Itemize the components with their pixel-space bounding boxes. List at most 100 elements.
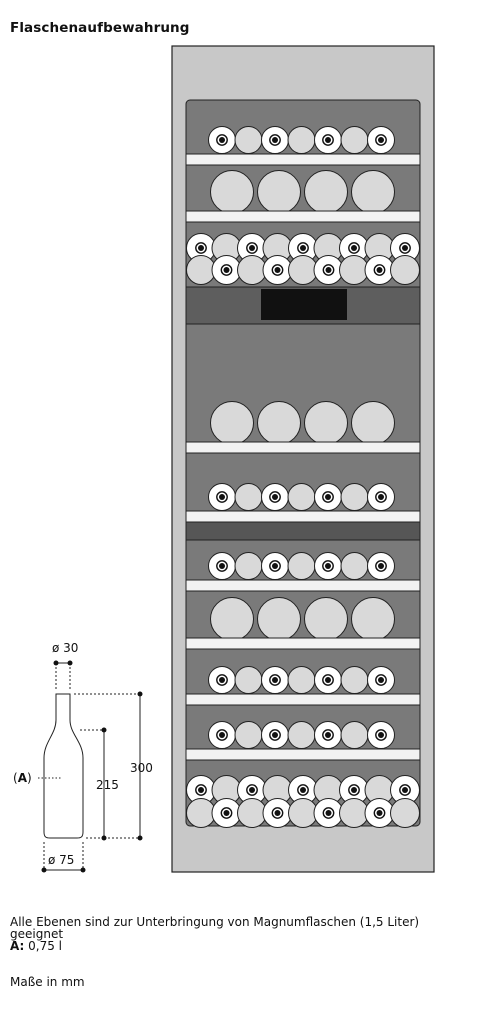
bottle-cork	[219, 494, 225, 500]
bottle-cork	[351, 245, 357, 251]
bottle-cork	[219, 137, 225, 143]
magnum-bottle-end	[210, 401, 254, 445]
bottle-cork	[272, 677, 278, 683]
bottle-cork	[378, 494, 384, 500]
magnum-bottle-end	[257, 170, 301, 214]
bottle-cork	[376, 267, 383, 273]
shelf-rail	[185, 441, 421, 454]
magnum-bottle-end	[351, 401, 395, 445]
magnum-bottle-end	[257, 597, 301, 641]
bottle-end	[340, 666, 369, 694]
bottle-end	[234, 483, 263, 511]
magnum-bottle-end	[304, 401, 348, 445]
shelf-rail	[185, 693, 421, 706]
magnum-bottle-end	[304, 597, 348, 641]
bottle-end	[288, 255, 318, 285]
neck-diameter-label: ø 30	[52, 641, 78, 655]
magnum-bottle-end	[304, 170, 348, 214]
bottle-end	[339, 255, 369, 285]
bottle-cork	[223, 810, 230, 816]
shoulder-height-label: 215	[96, 778, 119, 792]
bottle-cork	[378, 732, 384, 738]
bottle-end	[287, 126, 316, 154]
notes-capacity: A: 0,75 l	[10, 940, 470, 952]
bottle-end	[287, 483, 316, 511]
base-diameter-label: ø 75	[48, 853, 74, 867]
bottle-outline	[43, 693, 84, 839]
bottle-cork	[219, 563, 225, 569]
bottle-end	[287, 721, 316, 749]
bottle-end	[390, 798, 420, 828]
bottle-end	[234, 126, 263, 154]
bottle-cork	[274, 810, 281, 816]
shelf-rail	[185, 153, 421, 166]
bottle-cork	[402, 787, 408, 793]
page-title: Flaschenaufbewahrung	[10, 20, 190, 36]
bottle-cork	[325, 137, 331, 143]
bottle-cork	[378, 677, 384, 683]
shoulder-height-dimension	[80, 727, 107, 841]
bottle-cork	[378, 563, 384, 569]
shelf-layer	[185, 126, 421, 828]
magnum-bottle-end	[210, 170, 254, 214]
bottle-end	[234, 552, 263, 580]
bottle-end	[339, 798, 369, 828]
bottle-end	[186, 798, 216, 828]
notes-line-2: geeignet	[10, 927, 64, 941]
bottle-cork	[272, 563, 278, 569]
bottle-cork	[325, 810, 332, 816]
bottle-cork	[223, 267, 230, 273]
bottle-end	[340, 552, 369, 580]
magnum-bottle-end	[210, 597, 254, 641]
bottle-end	[237, 255, 267, 285]
units-note: Maße in mm	[10, 975, 85, 989]
bottle-end	[287, 666, 316, 694]
bottle-end	[340, 721, 369, 749]
bottle-cork	[198, 245, 204, 251]
total-height-dimension	[74, 691, 143, 841]
magnum-bottle-end	[351, 170, 395, 214]
shelf-rail	[185, 210, 421, 223]
bottle-end	[287, 552, 316, 580]
bottle-cork	[351, 787, 357, 793]
shelf-rail	[185, 637, 421, 650]
bottle-end	[237, 798, 267, 828]
bottle-cork	[249, 245, 255, 251]
bottle-cork	[325, 563, 331, 569]
bottle-cork	[300, 787, 306, 793]
bottle-cork	[219, 677, 225, 683]
bottle-cork	[325, 267, 332, 273]
total-height-label: 300	[130, 761, 153, 775]
display-screen	[261, 289, 347, 320]
bottle-end	[340, 126, 369, 154]
bottle-cork	[219, 732, 225, 738]
base-diameter-dimension	[41, 842, 86, 873]
shelf-rail	[185, 510, 421, 523]
bottle-end	[390, 255, 420, 285]
bottle-cork	[249, 787, 255, 793]
notes: Alle Ebenen sind zur Unterbringung von M…	[10, 916, 470, 988]
magnum-bottle-end	[351, 597, 395, 641]
neck-diameter-dimension	[53, 660, 73, 690]
bottle-end	[234, 666, 263, 694]
bottle-end	[340, 483, 369, 511]
magnum-bottle-end	[257, 401, 301, 445]
bottle-end	[234, 721, 263, 749]
notes-line-1: Alle Ebenen sind zur Unterbringung von M…	[10, 915, 420, 929]
bottle-cork	[325, 732, 331, 738]
capacity-value: 0,75 l	[24, 939, 62, 953]
bottle-cork	[378, 137, 384, 143]
bottle-cork	[272, 732, 278, 738]
zone-divider	[185, 521, 421, 541]
bottle-cork	[272, 494, 278, 500]
shelf-rail	[185, 579, 421, 592]
bottle-cork	[325, 494, 331, 500]
shelf-rail	[185, 748, 421, 761]
bottle-cork	[376, 810, 383, 816]
bottle-cork	[402, 245, 408, 251]
bottle-end	[186, 255, 216, 285]
bottle-cork	[325, 677, 331, 683]
bottle-cork	[274, 267, 281, 273]
capacity-key: A:	[10, 939, 25, 953]
